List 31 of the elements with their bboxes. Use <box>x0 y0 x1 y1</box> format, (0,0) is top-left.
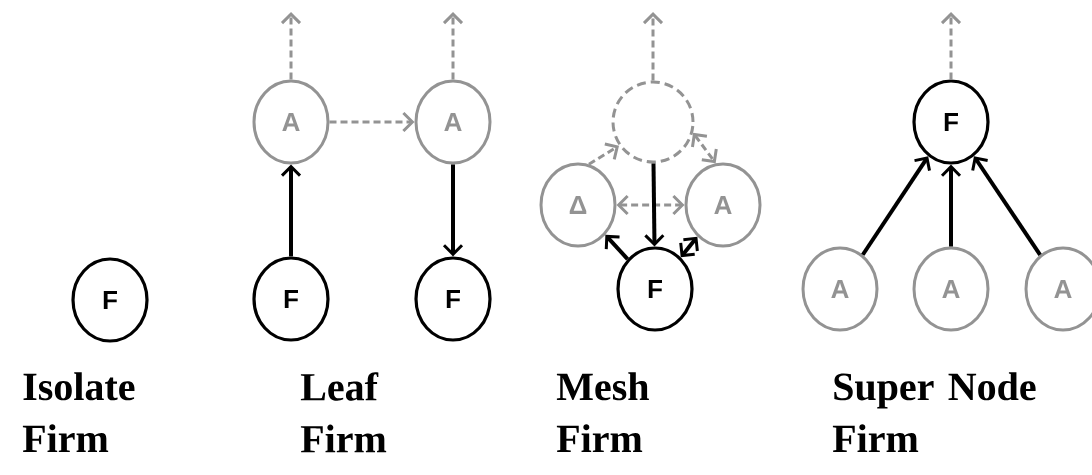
circle-node: A <box>801 246 879 332</box>
arrow <box>442 164 464 257</box>
circle-node: F <box>414 256 492 342</box>
circle-node: Δ <box>539 162 617 248</box>
arrow <box>690 132 718 164</box>
empty-circle <box>611 80 695 164</box>
group-caption: Mesh Firm <box>556 372 649 452</box>
circle-node: A <box>414 79 492 165</box>
arrow <box>616 194 685 216</box>
arrow <box>971 156 1042 256</box>
arrow <box>329 111 415 133</box>
arrow <box>280 12 302 80</box>
arrow <box>604 234 630 261</box>
circle-node: F <box>71 257 149 343</box>
circle-node: F <box>616 246 694 332</box>
circle-node: F <box>252 256 330 342</box>
arrow <box>280 164 302 257</box>
circle-node: A <box>912 246 990 332</box>
circle-node: A <box>684 162 762 248</box>
arrow <box>940 164 962 247</box>
arrow <box>642 12 664 81</box>
group-caption: Super Node Firm <box>832 372 1036 452</box>
arrow <box>679 236 699 258</box>
circle-node: F <box>912 79 990 165</box>
arrow <box>861 156 931 256</box>
arrow <box>940 12 962 80</box>
group-caption: Leaf Firm <box>300 372 387 453</box>
arrow <box>644 163 665 247</box>
arrow <box>588 142 619 166</box>
arrow <box>442 12 464 80</box>
circle-node: A <box>252 79 330 165</box>
